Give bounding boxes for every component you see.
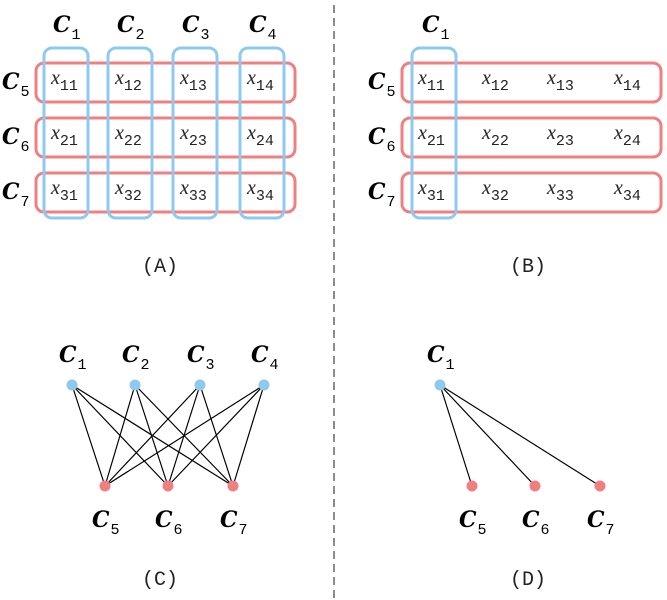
matrix-cell-12: x12 <box>481 67 509 95</box>
column-node-label-c1: C1 <box>59 342 87 374</box>
column-group-box <box>171 46 219 220</box>
row-node-label-c5: C5 <box>459 507 487 539</box>
row-node-c6 <box>529 480 541 492</box>
matrix-cell-11: x11 <box>50 67 78 95</box>
row-group-box <box>34 171 297 214</box>
row-node-c7 <box>594 480 606 492</box>
row-node-c7 <box>227 480 239 492</box>
row-node-c5 <box>99 480 111 492</box>
row-group-box <box>400 61 663 104</box>
row-label-c6: C6 <box>368 124 396 156</box>
graph-edge <box>439 384 536 487</box>
row-node-label-c6: C6 <box>522 507 550 539</box>
matrix-cell-14: x14 <box>246 67 274 95</box>
matrix-cell-21: x21 <box>417 122 445 150</box>
matrix-cell-33: x33 <box>546 177 574 205</box>
column-label-c3: C3 <box>182 12 210 44</box>
row-group-box <box>400 116 663 159</box>
row-node-label-c6: C6 <box>155 507 183 539</box>
graph-edge <box>104 384 265 487</box>
row-node-c6 <box>162 480 174 492</box>
column-group-box <box>106 46 154 220</box>
row-label-c5: C5 <box>368 69 396 101</box>
matrix-cell-34: x34 <box>613 177 641 205</box>
row-group-box <box>34 116 297 159</box>
column-group-box <box>410 46 458 220</box>
matrix-cell-31: x31 <box>50 177 78 205</box>
matrix-cell-24: x24 <box>246 122 274 150</box>
column-label-c2: C2 <box>117 12 145 44</box>
column-node-c4 <box>258 379 270 391</box>
graph-edge <box>134 384 169 487</box>
row-node-c5 <box>466 480 478 492</box>
column-node-c1 <box>66 379 78 391</box>
matrix-cell-24: x24 <box>613 122 641 150</box>
row-node-label-c5: C5 <box>92 507 120 539</box>
matrix-cell-14: x14 <box>613 67 641 95</box>
column-node-label-c1: C1 <box>427 342 455 374</box>
row-label-c7: C7 <box>368 179 396 211</box>
panel-b-label: (B) <box>510 256 546 279</box>
column-node-label-c2: C2 <box>122 342 150 374</box>
column-group-box <box>238 46 286 220</box>
row-label-c7: C7 <box>2 179 30 211</box>
column-node-c1 <box>434 379 446 391</box>
graph-edge <box>232 384 265 487</box>
graph-edge <box>439 384 473 487</box>
row-label-c5: C5 <box>2 69 30 101</box>
panel-d-label: (D) <box>510 569 546 592</box>
panel-a-label: (A) <box>142 256 178 279</box>
column-node-label-c4: C4 <box>251 342 279 374</box>
matrix-cell-21: x21 <box>50 122 78 150</box>
row-group-box <box>34 61 297 104</box>
column-label-c4: C4 <box>249 12 277 44</box>
matrix-cell-22: x22 <box>114 122 142 150</box>
graph-edge <box>104 384 136 487</box>
column-node-c3 <box>194 379 206 391</box>
row-node-label-c7: C7 <box>587 507 615 539</box>
matrix-cell-23: x23 <box>546 122 574 150</box>
matrix-cell-22: x22 <box>481 122 509 150</box>
row-group-box <box>400 171 663 214</box>
matrix-cell-13: x13 <box>546 67 574 95</box>
panel-c-label: (C) <box>142 569 178 592</box>
matrix-cell-32: x32 <box>114 177 142 205</box>
graph-edge <box>104 384 201 487</box>
matrix-cell-31: x31 <box>417 177 445 205</box>
matrix-cell-33: x33 <box>179 177 207 205</box>
column-group-box <box>42 46 90 220</box>
graph-edge <box>167 384 265 487</box>
column-label-c1: C1 <box>422 12 450 44</box>
graph-edge <box>71 384 106 487</box>
graph-edge <box>439 384 601 487</box>
row-label-c6: C6 <box>2 124 30 156</box>
matrix-cell-11: x11 <box>417 67 445 95</box>
matrix-cell-12: x12 <box>114 67 142 95</box>
matrix-cell-34: x34 <box>246 177 274 205</box>
matrix-cell-32: x32 <box>481 177 509 205</box>
matrix-cell-23: x23 <box>179 122 207 150</box>
row-node-label-c7: C7 <box>220 507 248 539</box>
column-node-c2 <box>129 379 141 391</box>
column-node-label-c3: C3 <box>187 342 215 374</box>
matrix-cell-13: x13 <box>179 67 207 95</box>
column-label-c1: C1 <box>53 12 81 44</box>
